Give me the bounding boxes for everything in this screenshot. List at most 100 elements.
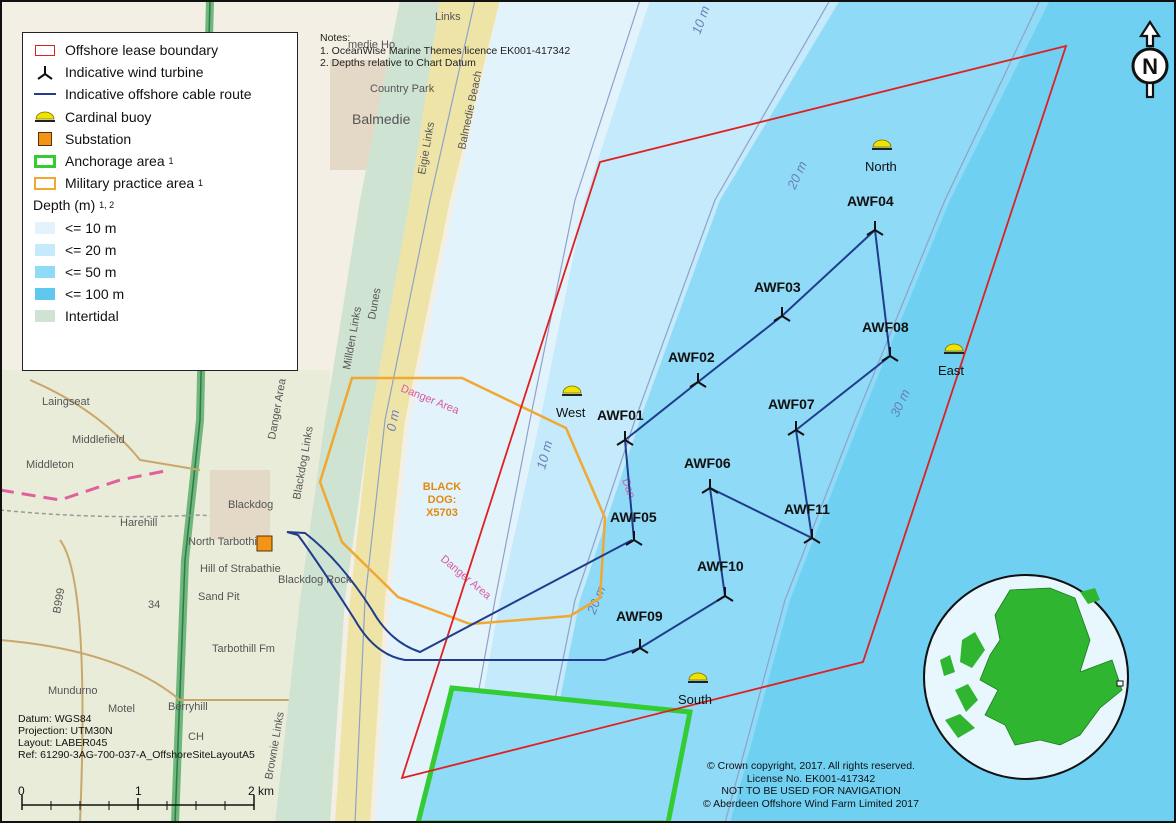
contour-10m: [454, 0, 641, 824]
town-blackdog: [210, 470, 270, 540]
map-legend: Offshore lease boundary Indicative wind …: [22, 32, 298, 371]
svg-text:South: South: [678, 692, 712, 707]
legend-item-cable-route: Indicative offshore cable route: [33, 83, 287, 105]
export-cable-2: [286, 531, 641, 661]
turbine-awf10[interactable]: AWF10: [697, 558, 744, 602]
inter-array-cable-2: [624, 439, 635, 541]
svg-text:AWF09: AWF09: [616, 608, 663, 624]
svg-text:AWF03: AWF03: [754, 279, 801, 295]
land-label-balmedie: Balmedie: [352, 111, 411, 127]
svg-text:AWF01: AWF01: [597, 407, 644, 423]
turbine-awf08[interactable]: AWF08: [862, 319, 909, 362]
depth-title: Depth (m): [33, 197, 96, 214]
land-label-blackdog: Blackdog: [228, 499, 273, 511]
legend-label: <= 20 m: [65, 241, 117, 258]
turbine-awf05[interactable]: AWF05: [610, 509, 657, 546]
svg-text:AWF05: AWF05: [610, 509, 657, 525]
substation[interactable]: [256, 535, 273, 552]
scale-bar: [21, 795, 255, 810]
legend-depth-le50: <= 50 m: [33, 261, 287, 283]
minor-road-2: [29, 379, 201, 471]
legend-sup: 1: [168, 156, 174, 167]
military-area-name-1: BLACK: [423, 481, 462, 493]
scale-label-0: 0: [18, 784, 25, 798]
map-notes: Notes: 1. OceanWise Marine Themes licenc…: [320, 32, 570, 70]
path-track: [0, 509, 261, 521]
svg-text:AWF07: AWF07: [768, 396, 815, 412]
depth-sup: 1, 2: [99, 200, 115, 211]
contour-0m: [354, 0, 476, 824]
land-label-middlefield: Middlefield: [72, 434, 125, 446]
wind-turbine-icon: [33, 64, 57, 81]
datum-line: Datum: WGS84: [18, 713, 92, 725]
svg-text:AWF02: AWF02: [668, 349, 715, 365]
legend-label: Indicative wind turbine: [65, 64, 204, 81]
buoy-east[interactable]: East: [938, 343, 964, 378]
inset-scotland-mainland: [979, 587, 1123, 746]
svg-text:AWF08: AWF08: [862, 319, 909, 335]
scale-label-2km: 2 km: [248, 784, 275, 798]
depth-swatch-le20: [33, 242, 57, 258]
legend-label: Substation: [65, 130, 132, 147]
svg-text:AWF10: AWF10: [697, 558, 744, 574]
military-practice-area[interactable]: [318, 376, 607, 626]
wind-turbines: AWF01 AWF02 AWF03 AWF04 AWF05 AWF06 AWF0…: [597, 193, 909, 654]
lease-boundary-swatch: [33, 42, 57, 58]
turbine-awf11[interactable]: AWF11: [784, 501, 830, 544]
turbine-awf04[interactable]: AWF04: [847, 193, 894, 236]
inset-island-orkney: [1080, 588, 1100, 604]
datum-info: Datum: WGS84 Projection: UTM30N Layout: …: [18, 713, 255, 761]
legend-label: Military practice area: [65, 175, 195, 192]
buoy-north[interactable]: North: [865, 139, 897, 174]
notes-line-2: 2. Depths relative to Chart Datum: [320, 57, 476, 69]
turbine-awf09[interactable]: AWF09: [616, 608, 663, 654]
cable-route-swatch: [33, 86, 57, 102]
offshore-lease-boundary[interactable]: [400, 44, 1068, 780]
minor-road-3: [59, 539, 84, 824]
buoy-west[interactable]: West: [556, 385, 586, 420]
turbine-awf07[interactable]: AWF07: [768, 396, 815, 436]
svg-text:North: North: [865, 159, 897, 174]
minor-road: [0, 639, 320, 701]
ref-line: Ref: 61290-3AG-700-037-A_OffshoreSiteLay…: [18, 749, 255, 761]
svg-text:AWF11: AWF11: [784, 501, 830, 517]
legend-depth-le10: <= 10 m: [33, 217, 287, 239]
turbine-awf02[interactable]: AWF02: [668, 349, 715, 388]
copyright-line-3: NOT TO BE USED FOR NAVIGATION: [721, 785, 901, 797]
anchorage-area[interactable]: [414, 685, 693, 826]
legend-item-military-area: Military practice area 1: [33, 172, 287, 194]
depth-swatch-le100: [33, 286, 57, 302]
notes-title: Notes:: [320, 32, 351, 44]
land-label-north-tarbothill: North Tarbothill: [188, 536, 262, 548]
copyright-line-4: © Aberdeen Offshore Wind Farm Limited 20…: [703, 797, 919, 810]
turbine-awf06[interactable]: AWF06: [684, 455, 731, 494]
scale-label-1: 1: [135, 784, 142, 798]
depth-swatch-le10: [33, 220, 57, 236]
legend-sup: 1: [198, 178, 204, 189]
legend-label: <= 10 m: [65, 219, 117, 236]
land-label-mundurno: Mundurno: [48, 685, 98, 697]
legend-item-lease-boundary: Offshore lease boundary: [33, 39, 287, 61]
legend-label: Intertidal: [65, 308, 119, 325]
intertidal-strip: [275, 0, 470, 823]
turbine-awf01[interactable]: AWF01: [597, 407, 644, 446]
buoy-south[interactable]: South: [678, 672, 712, 707]
layout-line: Layout: LABER045: [18, 737, 108, 749]
military-area-name-2: DOG:: [428, 494, 457, 506]
land-label-ch: CH: [188, 731, 204, 743]
land-fields: [0, 370, 330, 823]
land-label-b999: B999: [51, 587, 67, 614]
military-area-swatch: [33, 175, 57, 191]
legend-label: Anchorage area: [65, 153, 165, 170]
turbine-awf03[interactable]: AWF03: [754, 279, 801, 322]
legend-intertidal: Intertidal: [33, 305, 287, 327]
land-label-berryhill: Berryhill: [168, 701, 208, 713]
inset-location-marker: [1116, 680, 1124, 687]
contour-30m: [724, 0, 1041, 824]
svg-text:West: West: [556, 405, 586, 420]
land-label-middleton: Middleton: [26, 459, 74, 471]
land-label-laingseat: Laingseat: [42, 396, 90, 408]
inset-island-4: [940, 655, 955, 676]
